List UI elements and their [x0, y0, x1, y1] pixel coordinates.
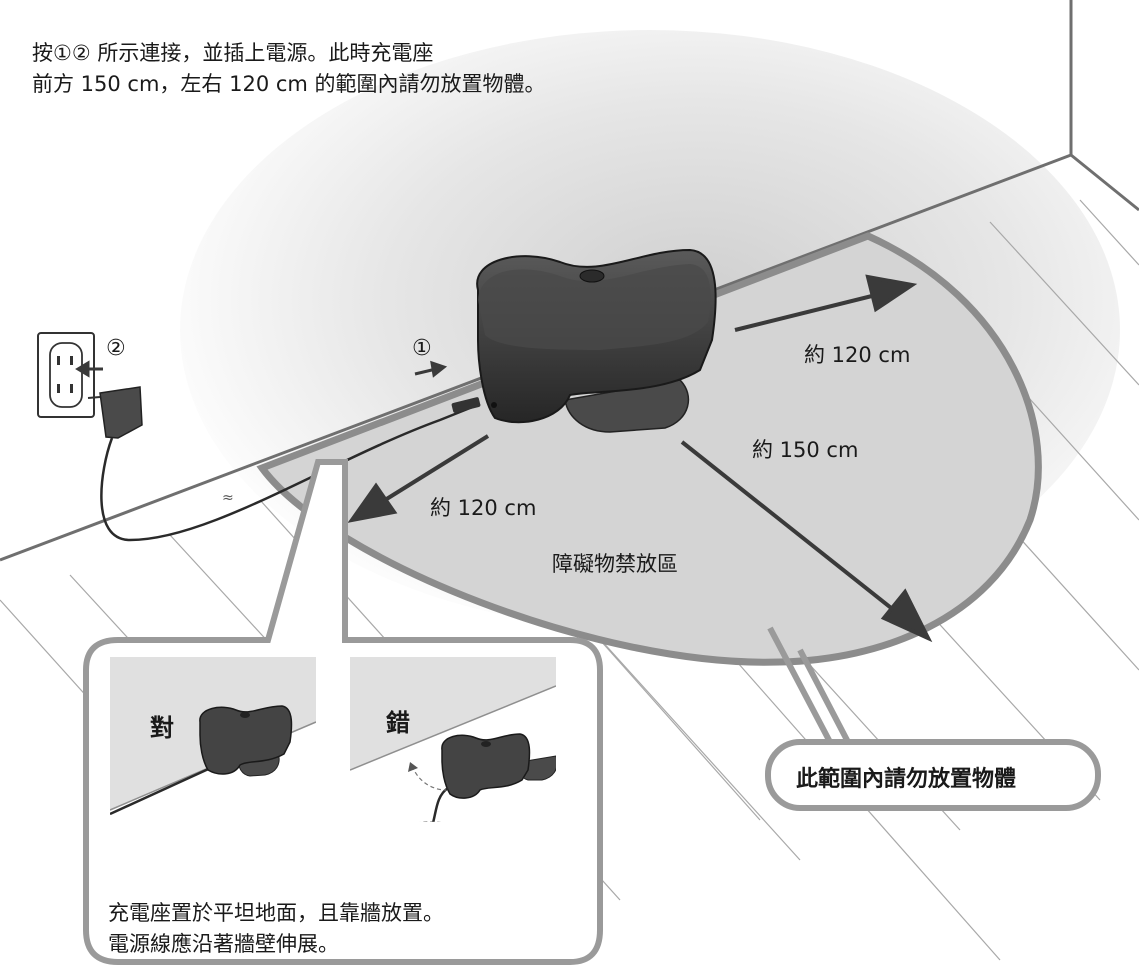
obstacle-free-zone: [256, 232, 1042, 666]
front-distance-label: 約 150 cm: [752, 438, 859, 462]
power-cable: [100, 402, 481, 542]
cable-break-mark: ≈: [222, 490, 234, 506]
power-adapter: [87, 386, 143, 439]
correct-label: 對: [150, 714, 174, 742]
step1-label: ①: [412, 336, 432, 361]
charging-dock: [476, 248, 717, 433]
wrong-example: [350, 657, 556, 822]
callout-label: 此範圍內請勿放置物體: [796, 767, 1017, 792]
inset-caption: 充電座置於平坦地面，且靠牆放置。 電源線應沿著牆壁伸展。: [108, 898, 444, 960]
step2-label: ②: [106, 336, 126, 361]
callout-pointer-2: [797, 648, 851, 744]
caption-line-2: 電源線應沿著牆壁伸展。: [108, 932, 339, 956]
inset-frame: [83, 459, 603, 965]
callout-box: [765, 739, 1101, 811]
instruction-line-2: 前方 150 cm，左右 120 cm 的範圍內請勿放置物體。: [32, 72, 546, 96]
caption-line-1: 充電座置於平坦地面，且靠牆放置。: [108, 901, 444, 925]
wrong-label: 錯: [386, 709, 410, 737]
instruction-line-1: 按①② 所示連接，並插上電源。此時充電座: [32, 41, 434, 65]
obstacle-zone-label: 障礙物禁放區: [552, 552, 678, 576]
step2-arrow: [75, 360, 103, 378]
dc-plug: [451, 397, 481, 413]
correct-example: [110, 657, 316, 816]
right-distance-label: 約 120 cm: [804, 343, 911, 367]
step1-arrow: [414, 360, 448, 378]
left-distance-label: 約 120 cm: [430, 496, 537, 520]
instructions: 按①② 所示連接，並插上電源。此時充電座 前方 150 cm，左右 120 cm…: [32, 38, 546, 100]
wall-outlet: [37, 332, 95, 418]
distance-arrows: [347, 274, 933, 643]
